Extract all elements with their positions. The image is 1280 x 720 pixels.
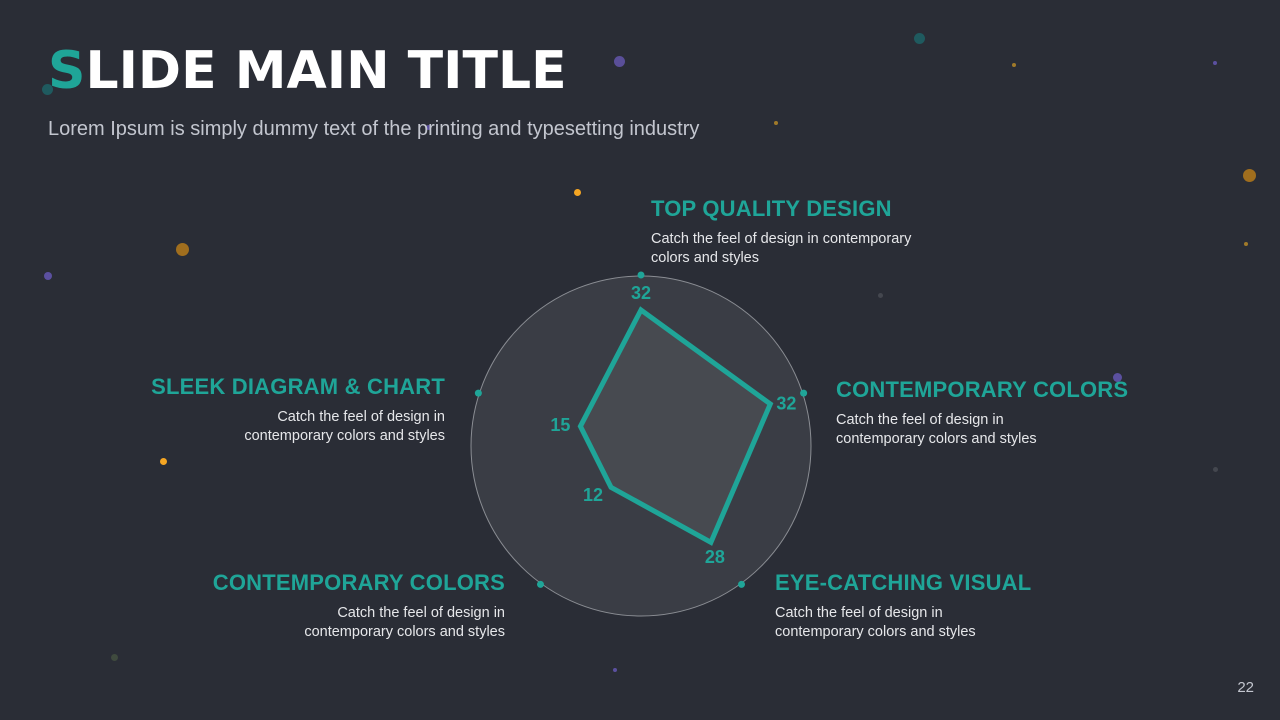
decor-dot — [160, 458, 167, 465]
decor-dot — [1243, 169, 1256, 182]
feature-heading: EYE-CATCHING VISUAL — [775, 570, 1032, 595]
radar-series-polygon — [577, 306, 774, 546]
decor-dot — [1213, 61, 1217, 65]
radar-axis-dot — [637, 271, 645, 279]
feature-heading: CONTEMPORARY COLORS — [836, 377, 1129, 402]
radar-axis-dots — [474, 271, 808, 588]
feature-description: Catch the feel of design in contemporary… — [651, 231, 912, 266]
radar-value-label: 12 — [583, 485, 603, 505]
slide-subtitle: Lorem Ipsum is simply dummy text of the … — [48, 118, 700, 140]
decor-dot — [1244, 242, 1248, 246]
radar-axis-dot — [474, 389, 482, 397]
decor-dot — [1012, 63, 1016, 67]
page-number: 22 — [1237, 679, 1254, 696]
feature-description: Catch the feel of design in contemporary… — [304, 605, 505, 640]
feature-heading: CONTEMPORARY COLORS — [212, 570, 505, 595]
decor-dot — [774, 121, 778, 125]
radar-value-label: 15 — [550, 415, 570, 435]
decor-dot — [914, 33, 925, 44]
radar-value-label: 28 — [705, 547, 725, 567]
feature-heading: SLEEK DIAGRAM & CHART — [151, 374, 445, 399]
feature-right: CONTEMPORARY COLORS Catch the feel of de… — [836, 377, 1129, 449]
feature-heading: TOP QUALITY DESIGN — [651, 196, 892, 221]
decor-dot — [614, 56, 625, 67]
decor-dot — [1113, 373, 1122, 382]
radar-value-label: 32 — [631, 283, 651, 303]
decor-dot — [878, 293, 883, 298]
radar-value-labels: 32 32 28 12 15 — [550, 283, 796, 567]
decor-dot — [574, 189, 581, 196]
slide-title-rest: LIDE MAIN TITLE — [85, 41, 567, 101]
slide-title-initial: S — [48, 41, 86, 101]
feature-left: SLEEK DIAGRAM & CHART Catch the feel of … — [135, 374, 445, 446]
feature-bottom-right: EYE-CATCHING VISUAL Catch the feel of de… — [775, 570, 1032, 642]
radar-axis-dot — [738, 580, 746, 588]
radar-axis-dot — [800, 389, 808, 397]
decor-dot — [613, 668, 617, 672]
decor-dot — [111, 654, 118, 661]
decor-dot — [426, 125, 431, 130]
feature-top: TOP QUALITY DESIGN Catch the feel of des… — [651, 196, 951, 268]
slide-title: SLIDE MAIN TITLE — [48, 40, 567, 102]
decor-dot — [1213, 467, 1218, 472]
feature-bottom-left: CONTEMPORARY COLORS Catch the feel of de… — [195, 570, 505, 642]
feature-description: Catch the feel of design in contemporary… — [836, 412, 1037, 447]
feature-description: Catch the feel of design in contemporary… — [775, 605, 976, 640]
decor-dot — [44, 272, 52, 280]
feature-description: Catch the feel of design in contemporary… — [244, 409, 445, 444]
radar-value-label: 32 — [776, 394, 796, 414]
decor-dot — [42, 84, 53, 95]
radar-axis-dot — [536, 580, 544, 588]
decor-dot — [176, 243, 189, 256]
